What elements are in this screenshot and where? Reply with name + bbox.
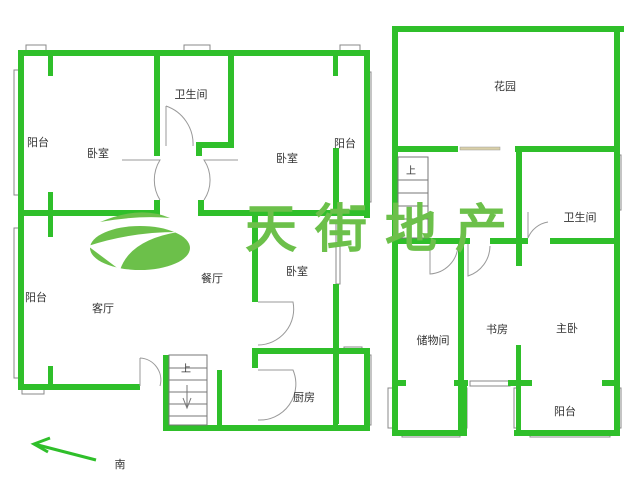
room-label-garden: 花园 [494, 80, 516, 93]
room-label-study: 书房 [486, 323, 508, 336]
doors-floor1 [122, 105, 297, 421]
room-label-dining-room: 餐厅 [201, 272, 223, 285]
stairs-floor1 [168, 354, 208, 426]
room-label-balcony-2: 阳台 [554, 405, 576, 418]
doors-floor2 [429, 146, 549, 277]
walls-floor1 [18, 50, 370, 431]
stairs-up-label: 上 [181, 364, 191, 375]
room-label-balcony-nw: 阳台 [27, 136, 49, 149]
room-label-bathroom-2: 卫生间 [563, 211, 597, 224]
room-label-master-bedroom: 主卧 [556, 322, 578, 335]
room-label-bedroom-ne: 卧室 [276, 152, 298, 165]
compass-south-label: 南 [114, 458, 126, 471]
room-label-balcony-w: 阳台 [25, 291, 47, 304]
stairs-up-label-2: 上 [406, 166, 416, 177]
watermark-logo-icon [88, 212, 190, 270]
watermark-text: 天街地产 [244, 200, 526, 260]
room-label-balcony-ne: 阳台 [334, 137, 356, 150]
room-label-kitchen: 厨房 [293, 391, 315, 404]
room-label-bedroom-nw: 卧室 [87, 147, 109, 160]
walls-floor2 [392, 26, 624, 436]
room-label-storage: 储物间 [416, 334, 450, 347]
room-label-living-room: 客厅 [92, 302, 114, 315]
room-label-bathroom: 卫生间 [174, 88, 208, 101]
stairs-floor2 [397, 156, 429, 239]
south-arrow-icon [30, 436, 97, 462]
room-label-bedroom-e: 卧室 [286, 265, 308, 278]
